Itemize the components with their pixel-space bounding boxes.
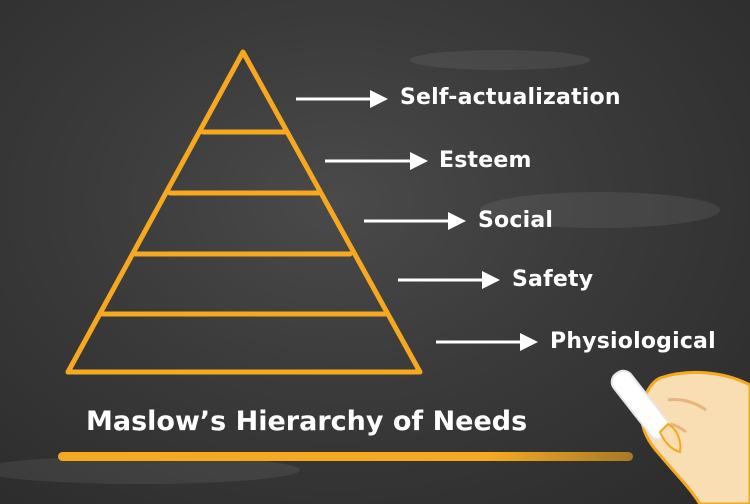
arrow-physiological <box>436 333 538 351</box>
diagram-title: Maslow’s Hierarchy of Needs <box>86 406 528 437</box>
label-physiological: Physiological <box>550 329 716 354</box>
label-self-actualization: Self-actualization <box>400 85 621 110</box>
title-underline <box>58 452 633 461</box>
label-safety: Safety <box>512 267 594 292</box>
chalk-smudges <box>0 50 720 484</box>
label-social: Social <box>478 208 554 233</box>
arrow-social <box>364 212 466 230</box>
label-esteem: Esteem <box>439 148 532 173</box>
arrow-safety <box>398 271 500 289</box>
hand-with-chalk-icon <box>610 369 750 504</box>
arrow-esteem <box>325 152 428 170</box>
arrow-self-actualization <box>296 90 388 108</box>
pyramid-outline <box>65 49 423 375</box>
